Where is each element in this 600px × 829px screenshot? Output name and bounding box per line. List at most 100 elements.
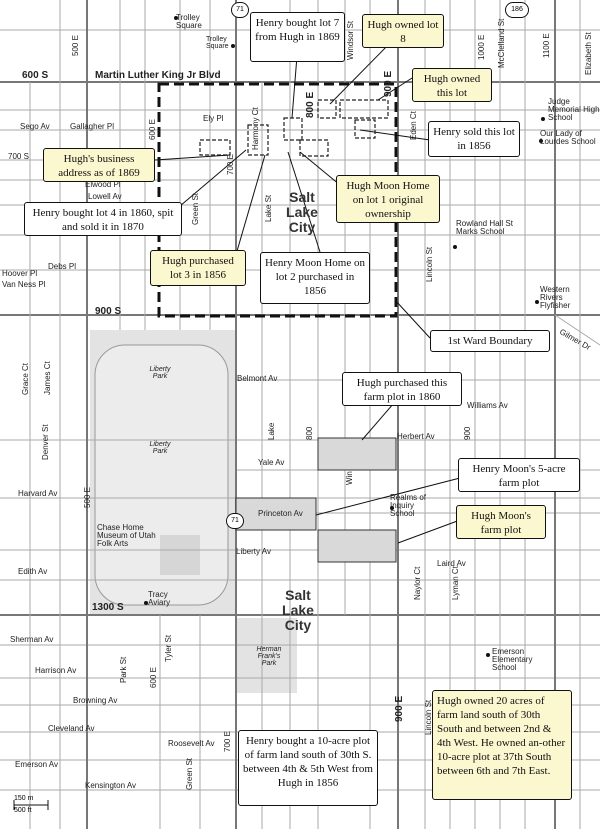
naylor-label: Naylor Ct: [413, 566, 422, 600]
henry-lot7-callout: Henry bought lot 7 from Hugh in 1869: [250, 12, 345, 62]
sherman-label: Sherman Av: [10, 635, 54, 644]
lyman-label: Lyman Ct: [451, 566, 460, 600]
e700-lower-label: 700 E: [223, 731, 232, 752]
e500-lower-label: 500 E: [83, 487, 92, 508]
roosevelt-label: Roosevelt Av: [168, 739, 215, 748]
salt-lake-city-label: Salt Lake City: [286, 189, 318, 235]
e1100-label: 1100 E: [542, 33, 551, 58]
rowland-hall-label: Rowland Hall St Marks School: [456, 219, 513, 236]
hugh-business-callout: Hugh's business address as of 1869: [43, 148, 155, 182]
ward-boundary-callout: 1st Ward Boundary: [430, 330, 550, 352]
win-short-label: Win: [345, 471, 354, 485]
e900-short-label: 900: [463, 426, 472, 440]
eden-label: Eden Ct: [409, 111, 418, 140]
s1300-label: 1300 S: [92, 602, 124, 613]
kensington-label: Kensington Av: [85, 781, 137, 790]
liberty-park-label-2: Liberty Park: [149, 441, 171, 455]
cleveland-label: Cleveland Av: [48, 724, 95, 733]
henry-5acre-farm-plot: [235, 497, 317, 531]
park-label: Park St: [119, 656, 128, 683]
elizabeth-label: Elizabeth St: [584, 32, 593, 75]
scale-feet: 500 ft: [14, 807, 32, 814]
edith-label: Edith Av: [18, 567, 48, 576]
s700-label: 700 S: [8, 152, 29, 161]
e800-label: 800 E: [305, 91, 316, 118]
tyler-label: Tyler St: [164, 634, 173, 662]
hugh-farm-plot: [317, 529, 397, 563]
green-lower-label: Green St: [185, 757, 194, 790]
e500-label: 500 E: [71, 35, 80, 56]
western-rivers-label: Western Rivers Flyfisher: [540, 285, 571, 310]
emerson-label: Emerson Av: [15, 760, 58, 769]
herman-franks-park-area: [237, 618, 297, 693]
hugh-1860-farm-plot: [317, 437, 397, 471]
mcclelland-label: McClelland St: [497, 18, 506, 68]
route-71-shield: 71: [231, 2, 249, 18]
browning-label: Browning Av: [73, 696, 118, 705]
hugh-farm-1860-callout: Hugh purchased this farm plot in 1860: [342, 372, 462, 406]
salt-lake-city-label-2: Salt Lake City: [282, 587, 314, 633]
e900-lower-label: 900 E: [394, 695, 405, 722]
route-71-shield-south: 71: [226, 513, 244, 529]
grace-label: Grace Ct: [21, 362, 30, 395]
sego-label: Sego Av: [20, 122, 50, 131]
e600-label: 600 E: [148, 119, 157, 140]
chase-home-label: Chase Home Museum of Utah Folk Arts: [97, 523, 156, 548]
belmont-label: Belmont Av: [237, 374, 278, 383]
hugh-farm-callout: Hugh Moon's farm plot: [456, 505, 546, 539]
princeton-label: Princeton Av: [258, 509, 303, 518]
harmony-label: Harmony Ct: [251, 107, 260, 150]
liberty-av-label: Liberty Av: [236, 547, 271, 556]
s600-label: 600 S: [22, 70, 49, 81]
hugh-20acres-callout: Hugh owned 20 acres of farm land south o…: [432, 690, 572, 800]
harrison-label: Harrison Av: [35, 666, 77, 675]
e1000-label: 1000 E: [477, 34, 486, 60]
henry-10acre-callout: Henry bought a 10-acre plot of farm land…: [238, 730, 378, 806]
hugh-this-lot-callout: Hugh owned this lot: [412, 68, 492, 102]
realms-label: Realms of Inquiry School: [390, 493, 427, 518]
hugh-moon-home-callout: Hugh Moon Home on lot 1 original ownersh…: [336, 175, 440, 223]
henry-5acre-callout: Henry Moon's 5-acre farm plot: [458, 458, 580, 492]
debs-label: Debs Pl: [48, 262, 77, 271]
scale-bar-label: 150 m 500 ft: [14, 795, 33, 815]
emerson-school-label: Emerson Elementary School: [492, 647, 533, 672]
scale-meters: 150 m: [14, 795, 34, 802]
lake-label: Lake St: [264, 194, 273, 222]
route-186-shield: 186: [505, 2, 529, 18]
chase-home-block: [160, 535, 200, 575]
yale-label: Yale Av: [258, 458, 285, 467]
herman-franks-label: Herman Frank's Park: [256, 646, 282, 667]
mlk-label: Martin Luther King Jr Blvd: [95, 70, 221, 81]
green-label: Green St: [191, 192, 200, 225]
lowell-label: Lowell Av: [88, 192, 122, 201]
e800-short-label: 800: [305, 426, 314, 440]
tracy-aviary-label: Tracy Aviary: [148, 590, 171, 607]
e900-label: 900 E: [383, 70, 394, 97]
windsor-label: Windsor St: [346, 20, 355, 60]
hugh-lot3-callout: Hugh purchased lot 3 in 1856: [150, 250, 246, 286]
laird-label: Laird Av: [437, 559, 466, 568]
hugh-lot8-callout: Hugh owned lot 8: [362, 14, 444, 48]
s900-label: 900 S: [95, 306, 122, 317]
e700-label: 700 E: [226, 154, 235, 175]
judge-memorial-label: Judge Memorial High School: [548, 97, 600, 122]
williams-label: Williams Av: [467, 401, 508, 410]
henry-sold-callout: Henry sold this lot in 1856: [428, 121, 520, 157]
gallagher-label: Gallagher Pl: [70, 122, 115, 131]
vanness-label: Van Ness Pl: [2, 280, 46, 289]
henry-lot4-callout: Henry bought lot 4 in 1860, spit and sol…: [24, 202, 182, 236]
james-label: James Ct: [43, 361, 52, 395]
trolley-square-label-2: Trolley Square: [206, 36, 229, 50]
herbert-label: Herbert Av: [397, 432, 435, 441]
ely-label: Ely Pl: [203, 114, 224, 123]
denver-label: Denver St: [41, 424, 50, 460]
liberty-park-label: Liberty Park: [149, 366, 171, 380]
elwood-label: Elwood Pl: [85, 180, 121, 189]
hoover-label: Hoover Pl: [2, 269, 38, 278]
lourdes-label: Our Lady of Lourdes School: [540, 129, 596, 146]
henry-lot2-callout: Henry Moon Home on lot 2 purchased in 18…: [260, 252, 370, 304]
harvard-label: Harvard Av: [18, 489, 58, 498]
e600-lower-label: 600 E: [149, 667, 158, 688]
lincoln-upper-label: Lincoln St: [425, 246, 434, 282]
lake-short-label: Lake: [267, 422, 276, 440]
